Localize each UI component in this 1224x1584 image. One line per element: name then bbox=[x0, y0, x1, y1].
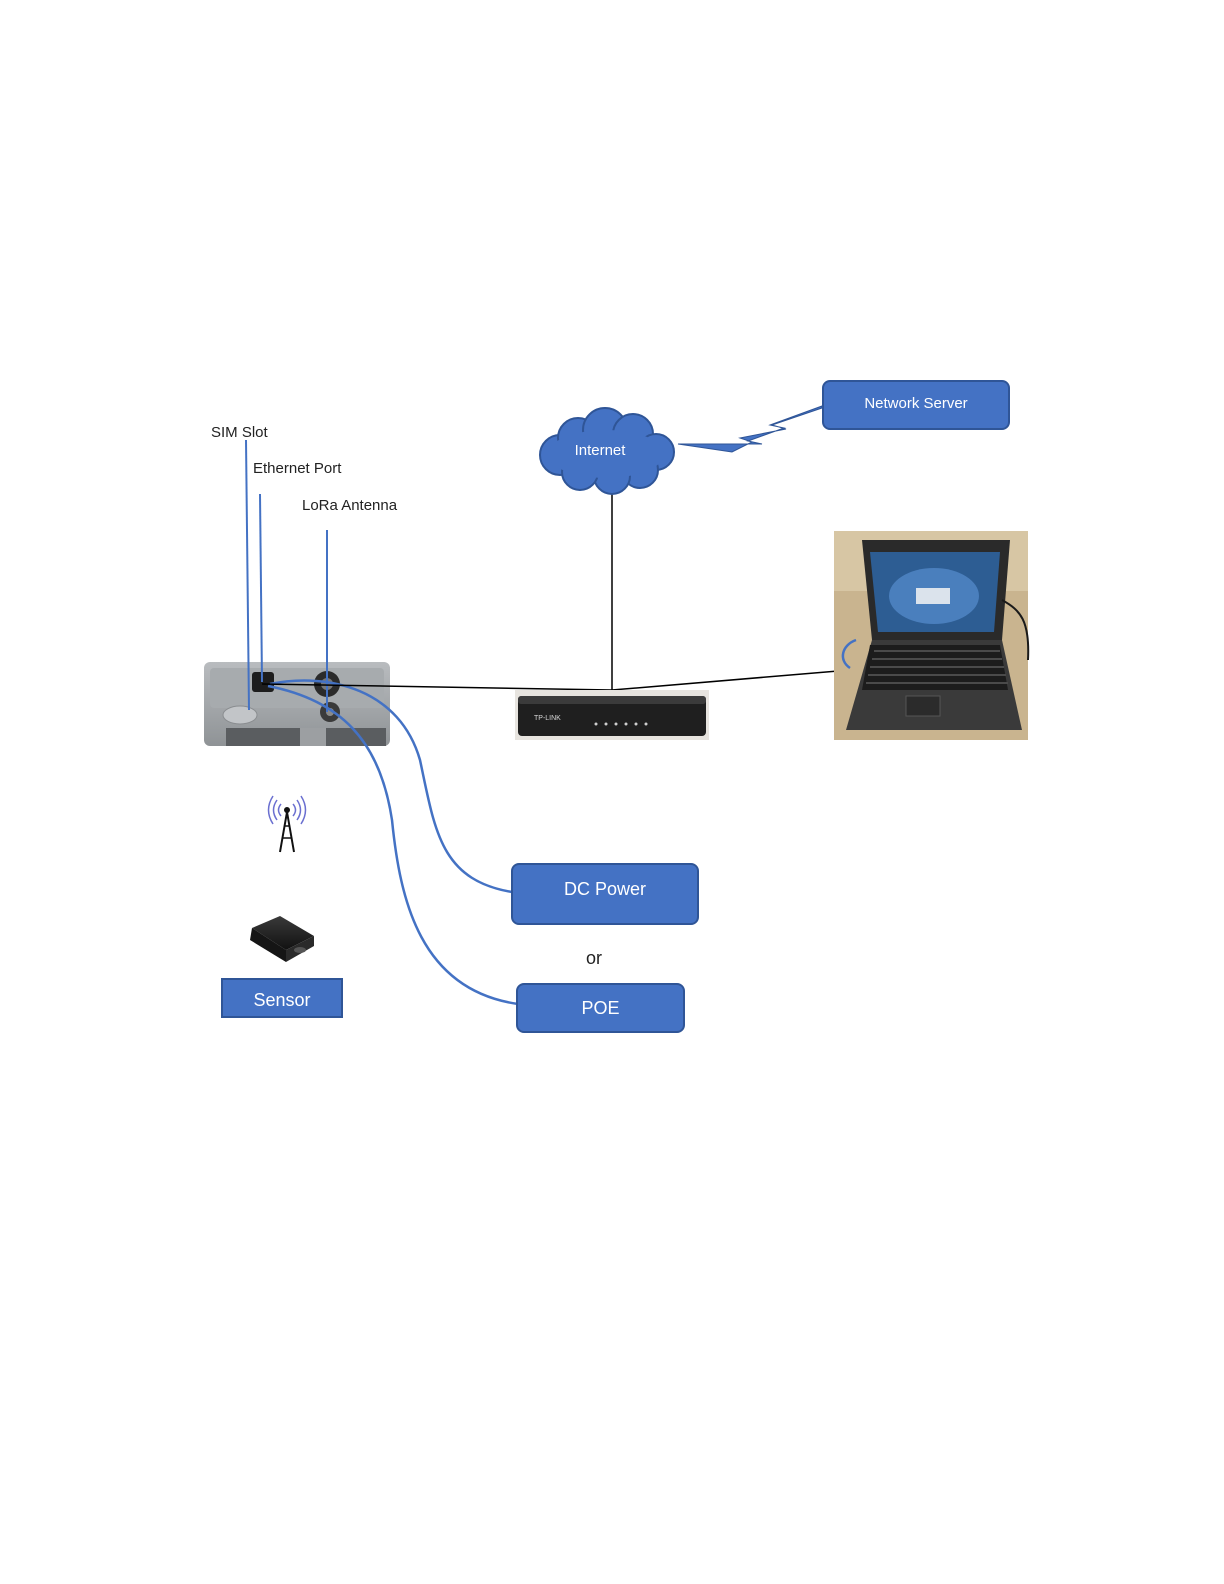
network-switch-icon: TP-LINK bbox=[515, 690, 709, 740]
laptop-icon bbox=[834, 531, 1028, 740]
network-server-box: Network Server bbox=[822, 380, 1010, 430]
internet-label: Internet bbox=[560, 442, 640, 459]
poe-box: POE bbox=[516, 983, 685, 1033]
ethernet-port-label: Ethernet Port bbox=[253, 460, 341, 477]
ethernet-port-callout bbox=[260, 494, 262, 682]
poe-label: POE bbox=[581, 985, 619, 1031]
sim-slot-label: SIM Slot bbox=[211, 424, 268, 441]
gateway-icon bbox=[204, 662, 390, 746]
sensor-device-icon bbox=[250, 916, 314, 962]
switch-brand-label: TP-LINK bbox=[534, 715, 561, 722]
switch-laptop-link bbox=[612, 670, 850, 690]
lora-antenna-label: LoRa Antenna bbox=[302, 497, 397, 514]
sensor-label: Sensor bbox=[253, 980, 310, 1021]
radio-tower-icon bbox=[269, 796, 306, 852]
lightning-bolt-icon bbox=[678, 406, 822, 452]
dc-power-label: DC Power bbox=[564, 865, 646, 913]
dc-power-box: DC Power bbox=[511, 863, 699, 925]
or-label: or bbox=[586, 948, 602, 969]
sensor-box: Sensor bbox=[221, 978, 343, 1018]
network-server-label: Network Server bbox=[864, 382, 967, 426]
